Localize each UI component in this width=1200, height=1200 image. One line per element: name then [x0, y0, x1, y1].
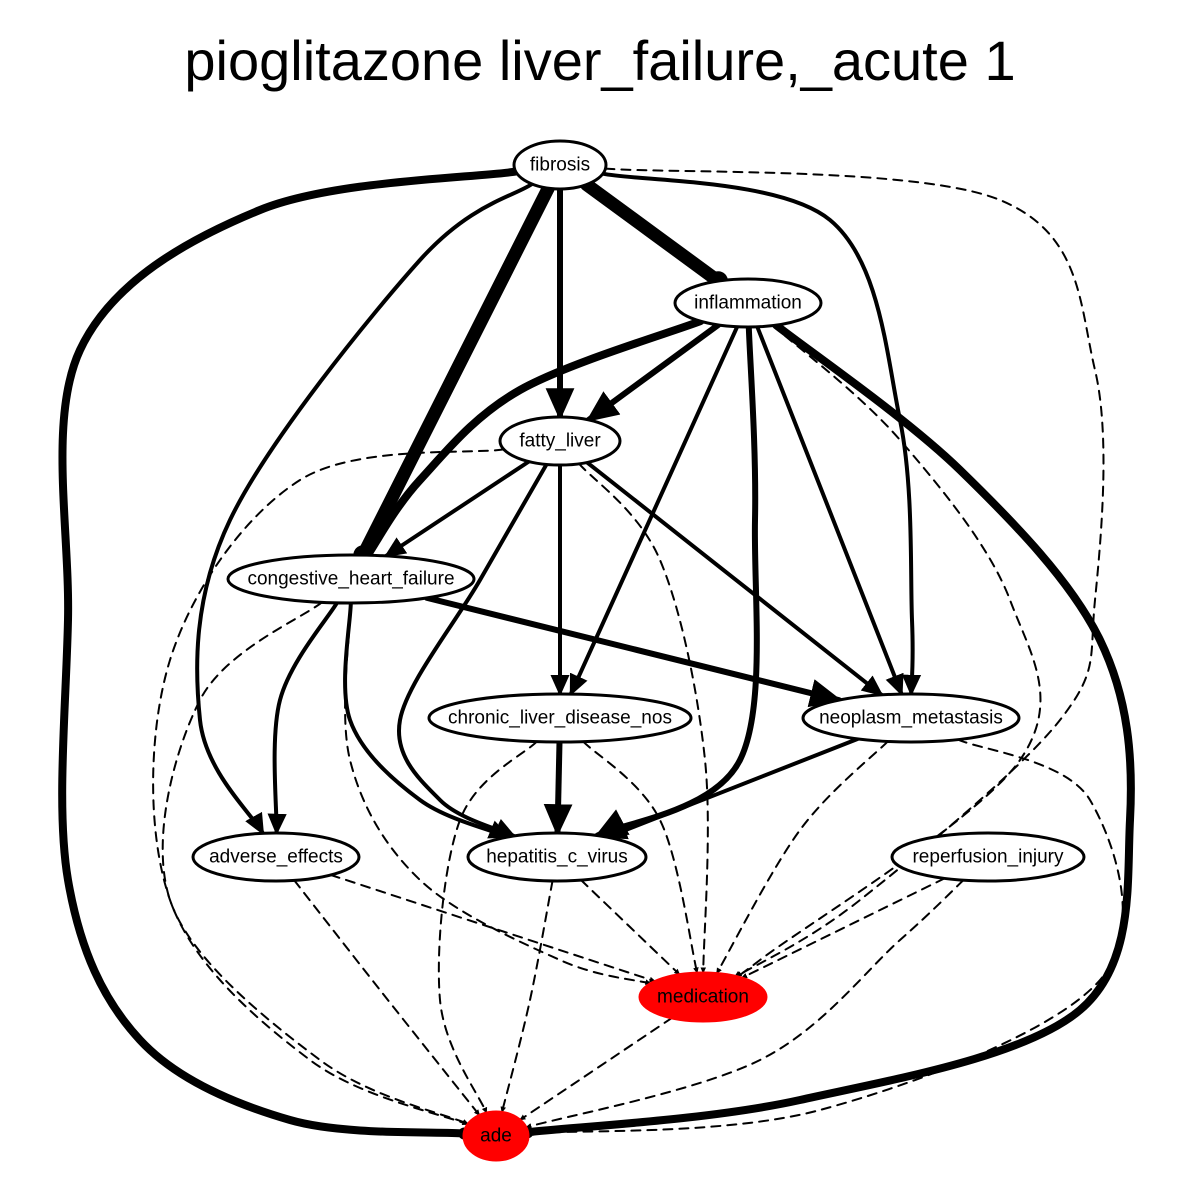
edge-congestive_heart_failure-to-ade	[161, 601, 470, 1125]
edge-inflammation-to-congestive_heart_failure	[363, 317, 705, 560]
edge-congestive_heart_failure-to-adverse_effects	[267, 600, 339, 836]
edge-fibrosis-to-ade	[58, 167, 520, 1138]
node-shape-reperfusion_injury	[890, 831, 1086, 883]
node-medication: medication	[638, 971, 768, 1023]
node-shape-hepatitis_c_virus	[466, 831, 648, 883]
node-reperfusion_injury: reperfusion_injury	[890, 831, 1086, 883]
node-chronic_liver_disease_nos: chronic_liver_disease_nos	[427, 692, 693, 744]
edge-adverse_effects-to-ade	[293, 879, 481, 1117]
node-label-adverse_effects: adverse_effects	[209, 847, 343, 868]
edge-neoplasm_metastasis-to-hepatitis_c_virus	[605, 736, 860, 840]
edge-hepatitis_c_virus-to-medication	[580, 879, 681, 976]
edge-fatty_liver-to-congestive_heart_failure	[383, 459, 531, 558]
node-ade: ade	[462, 1110, 530, 1162]
node-congestive_heart_failure: congestive_heart_failure	[226, 553, 476, 605]
node-label-inflammation: inflammation	[694, 293, 802, 314]
edge-inflammation-to-ade	[523, 321, 1135, 1137]
edge-fibrosis-to-medication	[604, 167, 1105, 978]
edge-chronic_liver_disease_nos-to-ade	[437, 740, 538, 1115]
edge-chronic_liver_disease_nos-to-medication	[582, 740, 699, 975]
edge-fatty_liver-to-medication	[578, 462, 709, 974]
edge-congestive_heart_failure-to-hepatitis_c_virus	[343, 601, 511, 839]
edge-congestive_heart_failure-to-neoplasm_metastasis	[424, 594, 843, 708]
diagram-title: pioglitazone liver_failure,_acute 1	[184, 29, 1016, 92]
node-label-fibrosis: fibrosis	[530, 155, 590, 176]
node-shape-fatty_liver	[498, 415, 622, 467]
node-shape-medication	[638, 971, 768, 1023]
edge-fatty_liver-to-ade	[152, 448, 505, 1126]
node-shape-congestive_heart_failure	[226, 553, 476, 605]
node-label-neoplasm_metastasis: neoplasm_metastasis	[819, 708, 1003, 729]
edge-medication-to-ade	[518, 1016, 673, 1121]
edge-fibrosis-to-neoplasm_metastasis	[600, 171, 922, 697]
node-label-fatty_liver: fatty_liver	[519, 431, 601, 452]
edge-inflammation-to-medication	[730, 324, 1042, 982]
node-hepatitis_c_virus: hepatitis_c_virus	[466, 831, 648, 883]
node-shape-adverse_effects	[191, 831, 361, 883]
edge-inflammation-to-fatty_liver	[585, 321, 722, 423]
node-neoplasm_metastasis: neoplasm_metastasis	[801, 692, 1021, 744]
edge-fatty_liver-to-neoplasm_metastasis	[585, 460, 884, 697]
edge-fatty_liver-to-hepatitis_c_virus	[396, 462, 549, 838]
node-label-ade: ade	[480, 1126, 512, 1147]
node-shape-ade	[462, 1110, 530, 1162]
node-fibrosis: fibrosis	[512, 139, 608, 191]
node-label-medication: medication	[657, 987, 749, 1008]
edge-hepatitis_c_virus-to-ade	[500, 880, 554, 1114]
node-label-hepatitis_c_virus: hepatitis_c_virus	[486, 847, 628, 868]
node-shape-chronic_liver_disease_nos	[427, 692, 693, 744]
node-layer: fibrosis inflammation fatty_liver congestiv…	[191, 139, 1086, 1162]
edge-adverse_effects-to-medication	[329, 874, 657, 983]
node-shape-inflammation	[673, 277, 823, 329]
edge-inflammation-to-chronic_liver_disease_nos	[568, 324, 740, 697]
edge-reperfusion_injury-to-medication	[740, 877, 946, 979]
edge-fibrosis-to-inflammation	[580, 178, 725, 288]
node-fatty_liver: fatty_liver	[498, 415, 622, 467]
node-shape-neoplasm_metastasis	[801, 692, 1021, 744]
edge-layer	[58, 167, 1135, 1140]
node-shape-fibrosis	[512, 139, 608, 191]
edge-fibrosis-to-congestive_heart_failure	[356, 181, 555, 562]
edge-reperfusion_injury-to-ade	[524, 879, 965, 1129]
edge-fibrosis-to-adverse_effects	[195, 182, 534, 836]
node-inflammation: inflammation	[673, 277, 823, 329]
node-label-chronic_liver_disease_nos: chronic_liver_disease_nos	[448, 708, 672, 729]
edge-chronic_liver_disease_nos-to-hepatitis_c_virus	[543, 739, 573, 837]
node-label-congestive_heart_failure: congestive_heart_failure	[247, 569, 454, 590]
edge-inflammation-to-neoplasm_metastasis	[755, 324, 904, 697]
edge-congestive_heart_failure-to-medication	[344, 602, 652, 985]
node-adverse_effects: adverse_effects	[191, 831, 361, 883]
node-label-reperfusion_injury: reperfusion_injury	[912, 847, 1064, 868]
